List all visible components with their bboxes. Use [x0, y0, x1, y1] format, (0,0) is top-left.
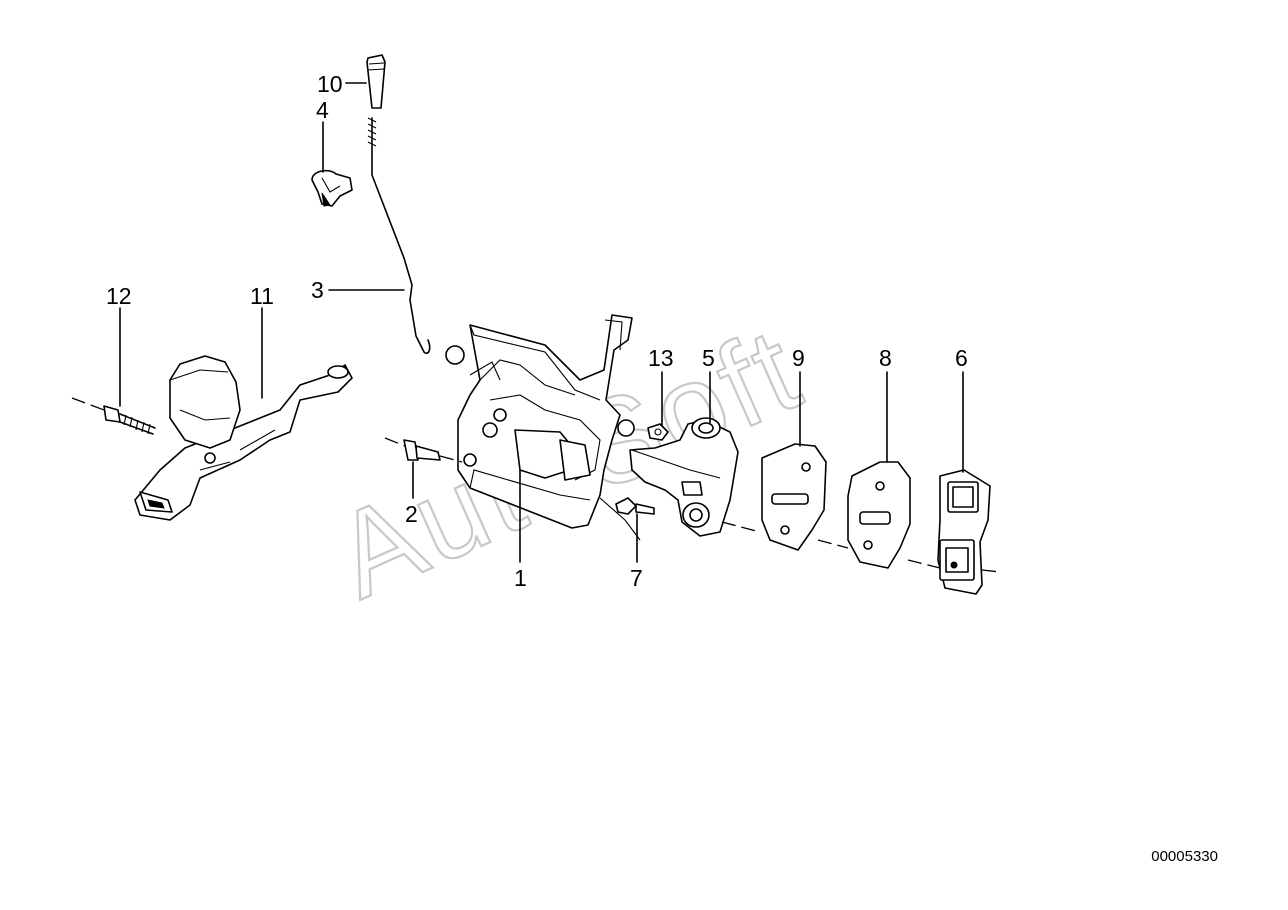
callout-11: 11 [250, 283, 274, 309]
part-10-lock-button [366, 54, 386, 109]
leader-lines [119, 82, 964, 563]
part-4-clip [311, 169, 353, 207]
callout-1: 1 [514, 565, 527, 591]
callout-13: 13 [648, 345, 674, 371]
part-6-plate [937, 469, 991, 595]
callout-3: 3 [311, 277, 324, 303]
part-12-screw [71, 397, 156, 435]
part-13-nut [647, 423, 669, 441]
part-9-shim [761, 443, 827, 551]
callout-7: 7 [630, 565, 643, 591]
callout-9: 9 [792, 345, 805, 371]
callout-12: 12 [106, 283, 132, 309]
part-5-striker [629, 417, 739, 537]
callout-10: 10 [317, 71, 343, 97]
part-8-shim [847, 461, 911, 569]
part-3-rod [367, 117, 431, 355]
callout-4: 4 [316, 97, 329, 123]
part-1-lock-body [445, 314, 641, 541]
part-11-handle-housing [134, 355, 353, 521]
callout-5: 5 [702, 345, 715, 371]
image-code: 00005330 [1151, 848, 1218, 865]
callout-labels: 10 4 3 12 11 13 5 9 8 6 2 1 7 [106, 71, 968, 591]
callout-8: 8 [879, 345, 892, 371]
part-2-bolt [384, 437, 463, 463]
part-7-screw [615, 497, 655, 515]
callout-6: 6 [955, 345, 968, 371]
callout-2: 2 [405, 501, 418, 527]
